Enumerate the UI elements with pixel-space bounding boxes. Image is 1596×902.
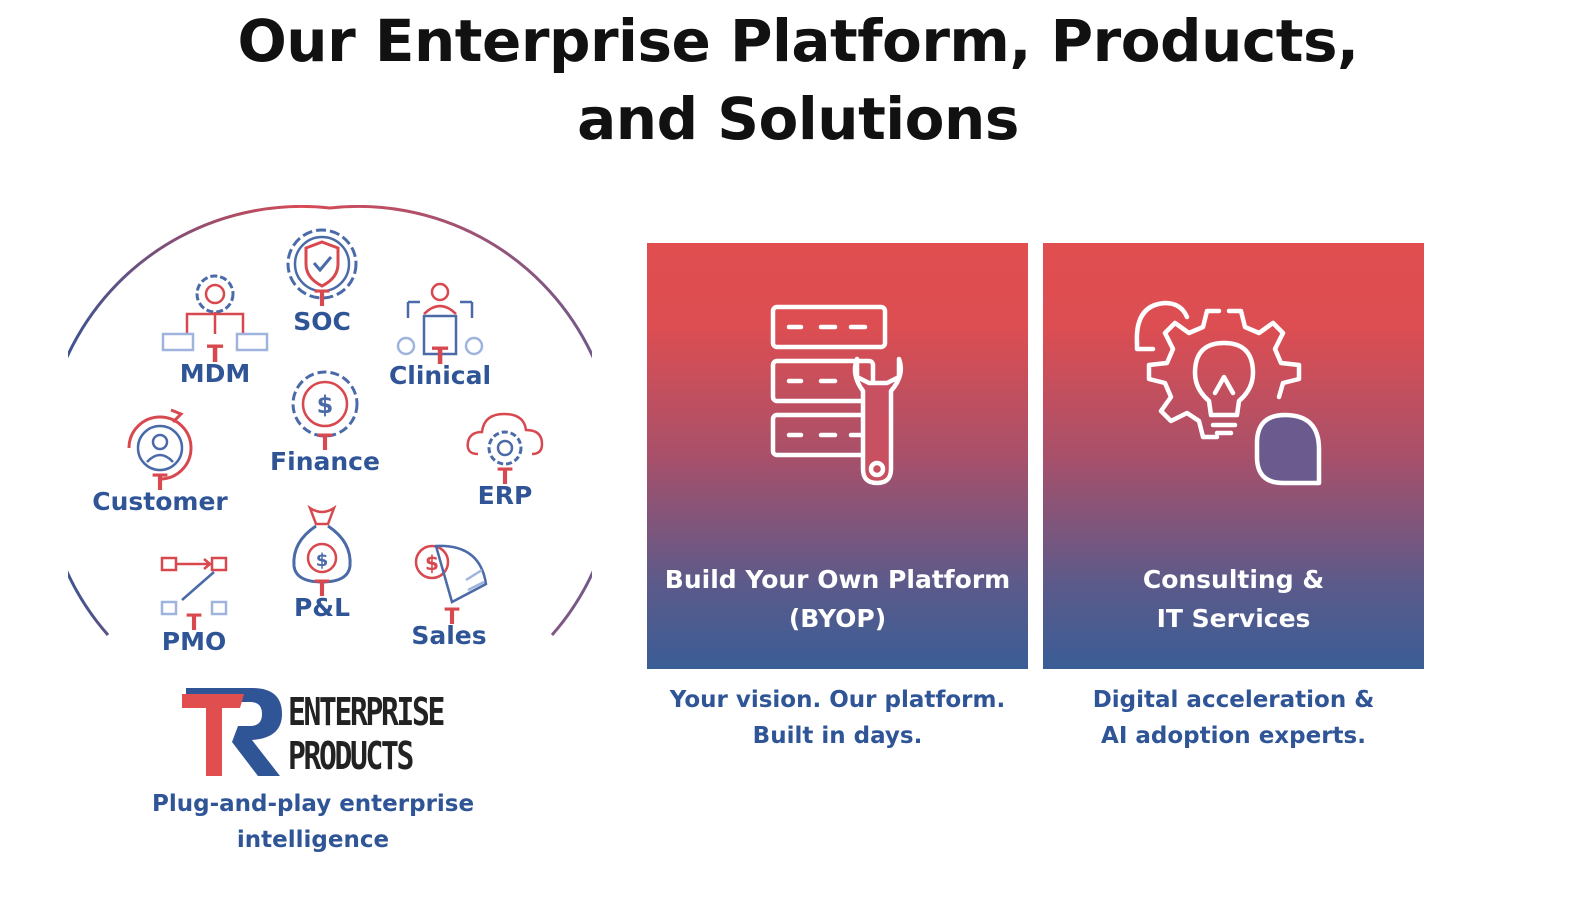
products-circle (68, 205, 592, 675)
module-label: PMO (161, 627, 227, 656)
svg-text:T: T (207, 340, 224, 364)
consulting-card[interactable]: Consulting & IT Services (1043, 243, 1424, 669)
module-label: SOC (293, 307, 351, 336)
module-clinical[interactable]: T Clinical (378, 280, 502, 390)
gear-lightbulb-icon (1134, 300, 1322, 486)
server-wrench-icon (770, 304, 903, 486)
dollar-chart-icon: $ T (414, 544, 488, 626)
module-pl[interactable]: $ T P&L (276, 502, 368, 622)
svg-text:T: T (317, 431, 332, 452)
byop-caption-line1: Your vision. Our platform. (669, 687, 1006, 713)
consulting-caption-line2: AI adoption experts. (1101, 723, 1366, 749)
enterprise-products-logo: ENTERPRISE PRODUCTS (182, 684, 482, 784)
module-label: MDM (179, 359, 251, 388)
logo-wordmark: ENTERPRISE PRODUCTS (288, 690, 445, 778)
page-title: Our Enterprise Platform, Products, and S… (0, 0, 1596, 158)
customer-cycle-icon: T (127, 408, 193, 492)
module-label: ERP (477, 481, 533, 510)
svg-text:T: T (152, 471, 167, 492)
products-tagline: Plug-and-play enterprise intelligence (152, 786, 474, 858)
logo-line1: ENTERPRISE (288, 690, 445, 734)
consulting-label-line2: IT Services (1156, 604, 1311, 633)
module-label: Finance (270, 447, 380, 476)
products-tagline-line2: intelligence (236, 827, 390, 853)
shield-gear-icon: T (286, 228, 358, 312)
byop-label-line2: (BYOP) (788, 604, 887, 633)
page-title-line2: and Solutions (577, 85, 1019, 153)
svg-text:$: $ (316, 550, 329, 571)
products-tagline-line1: Plug-and-play enterprise (152, 791, 475, 817)
cloud-gear-icon: T (466, 412, 544, 486)
byop-card-label: Build Your Own Platform (BYOP) (647, 560, 1028, 638)
module-soc[interactable]: T SOC (262, 222, 382, 336)
module-label: P&L (293, 593, 351, 622)
module-customer[interactable]: T Customer (88, 404, 232, 516)
workflow-icon: T (160, 556, 228, 632)
module-sales[interactable]: $ T Sales (402, 540, 496, 650)
consulting-card-label: Consulting & IT Services (1043, 560, 1424, 638)
tr-logo-icon (182, 688, 282, 776)
byop-card[interactable]: Build Your Own Platform (BYOP) (647, 243, 1028, 669)
consulting-caption-line1: Digital acceleration & (1092, 687, 1375, 713)
svg-text:T: T (444, 605, 459, 626)
logo-line2: PRODUCTS (288, 734, 414, 778)
page-title-line1: Our Enterprise Platform, Products, (237, 7, 1359, 75)
svg-text:$: $ (317, 391, 334, 419)
money-bag-icon: $ T (292, 504, 352, 598)
svg-text:T: T (314, 287, 329, 312)
consulting-caption: Digital acceleration & AI adoption exper… (1043, 682, 1424, 754)
module-erp[interactable]: T ERP (452, 402, 558, 510)
svg-text:T: T (497, 465, 512, 486)
byop-caption-line2: Built in days. (752, 723, 923, 749)
svg-text:T: T (432, 342, 449, 366)
module-pmo[interactable]: T PMO (144, 552, 244, 656)
clinician-clipboard-icon: T (396, 282, 484, 366)
circle-outline (68, 205, 592, 636)
module-finance[interactable]: $ T Finance (258, 368, 392, 476)
svg-text:$: $ (425, 551, 439, 575)
gear-network-icon: T (161, 274, 269, 364)
byop-caption: Your vision. Our platform. Built in days… (647, 682, 1028, 754)
svg-text:T: T (314, 577, 329, 598)
module-mdm[interactable]: T MDM (152, 272, 278, 388)
module-label: Clinical (388, 361, 492, 390)
dollar-gear-icon: $ T (291, 370, 359, 452)
module-label: Sales (411, 621, 487, 650)
consulting-label-line1: Consulting & (1142, 565, 1325, 594)
module-label: Customer (92, 487, 228, 516)
svg-text:T: T (186, 611, 201, 632)
byop-label-line1: Build Your Own Platform (664, 565, 1011, 594)
